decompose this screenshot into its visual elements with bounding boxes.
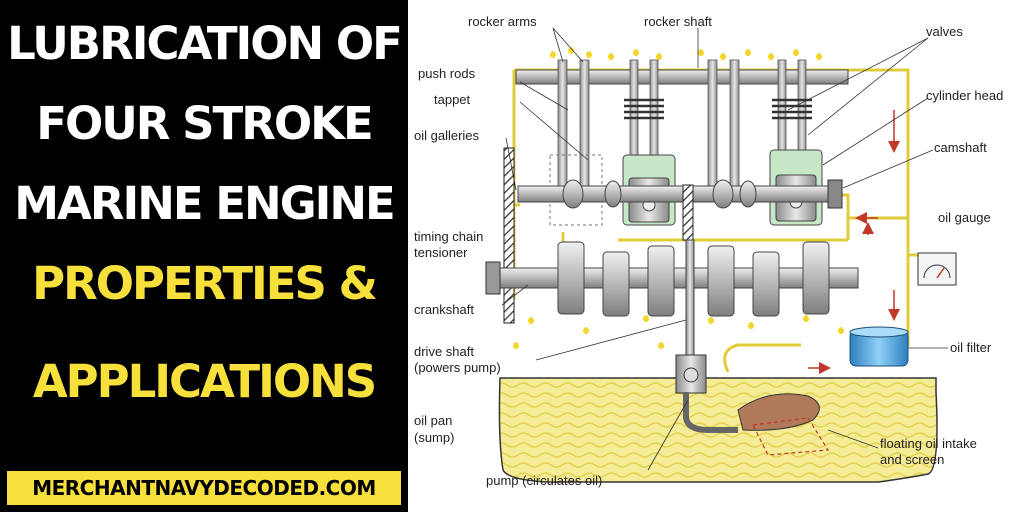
label-timing-chain: timing chain (414, 229, 483, 244)
lubrication-diagram: rocker arms rocker shaft valves push rod… (414, 14, 1003, 488)
label-rocker-arms: rocker arms (468, 14, 537, 29)
oil-filter (849, 326, 909, 367)
oil-gauge (917, 252, 957, 286)
leader-lines (501, 27, 948, 471)
website-banner: MERCHANTNAVYDECODED.COM (7, 471, 401, 505)
rocker-shaft (515, 69, 849, 85)
label-pump: pump (circulates oil) (486, 473, 602, 488)
title-line-3: MARINE ENGINE (14, 177, 396, 230)
title-panel: LUBRICATION OF FOUR STROKE MARINE ENGINE… (0, 0, 408, 512)
label-floating-intake: floating oil intake (880, 436, 977, 451)
label-sump: (sump) (414, 430, 454, 445)
oil-pump (675, 354, 738, 433)
label-tensioner: tensioner (414, 245, 468, 260)
camshaft (517, 179, 843, 209)
label-tappet: tappet (434, 92, 471, 107)
label-crankshaft: crankshaft (414, 302, 474, 317)
valve-assemblies (557, 59, 812, 201)
drive-shaft (685, 239, 695, 361)
label-drive-shaft: drive shaft (414, 344, 474, 359)
title-line-4: PROPERTIES & (32, 257, 378, 310)
label-oil-gauge: oil gauge (938, 210, 991, 225)
timing-chain (503, 147, 515, 324)
crankshaft (485, 241, 859, 317)
label-powers-pump: (powers pump) (414, 360, 501, 375)
flow-arrows (808, 110, 900, 374)
label-oil-pan: oil pan (414, 413, 452, 428)
floating-oil-intake (737, 393, 830, 456)
title-line-2: FOUR STROKE (36, 97, 373, 150)
oil-droplets (513, 47, 844, 349)
label-push-rods: push rods (418, 66, 476, 81)
label-cylinder-head: cylinder head (926, 88, 1003, 103)
label-and-screen: and screen (880, 452, 944, 467)
title-line-5: APPLICATIONS (32, 355, 377, 408)
label-rocker-shaft: rocker shaft (644, 14, 712, 29)
label-camshaft: camshaft (934, 140, 987, 155)
label-oil-galleries: oil galleries (414, 128, 480, 143)
label-oil-filter: oil filter (950, 340, 992, 355)
label-valves: valves (926, 24, 963, 39)
timing-chain-right (682, 184, 694, 241)
title-line-1: LUBRICATION OF (7, 17, 403, 70)
